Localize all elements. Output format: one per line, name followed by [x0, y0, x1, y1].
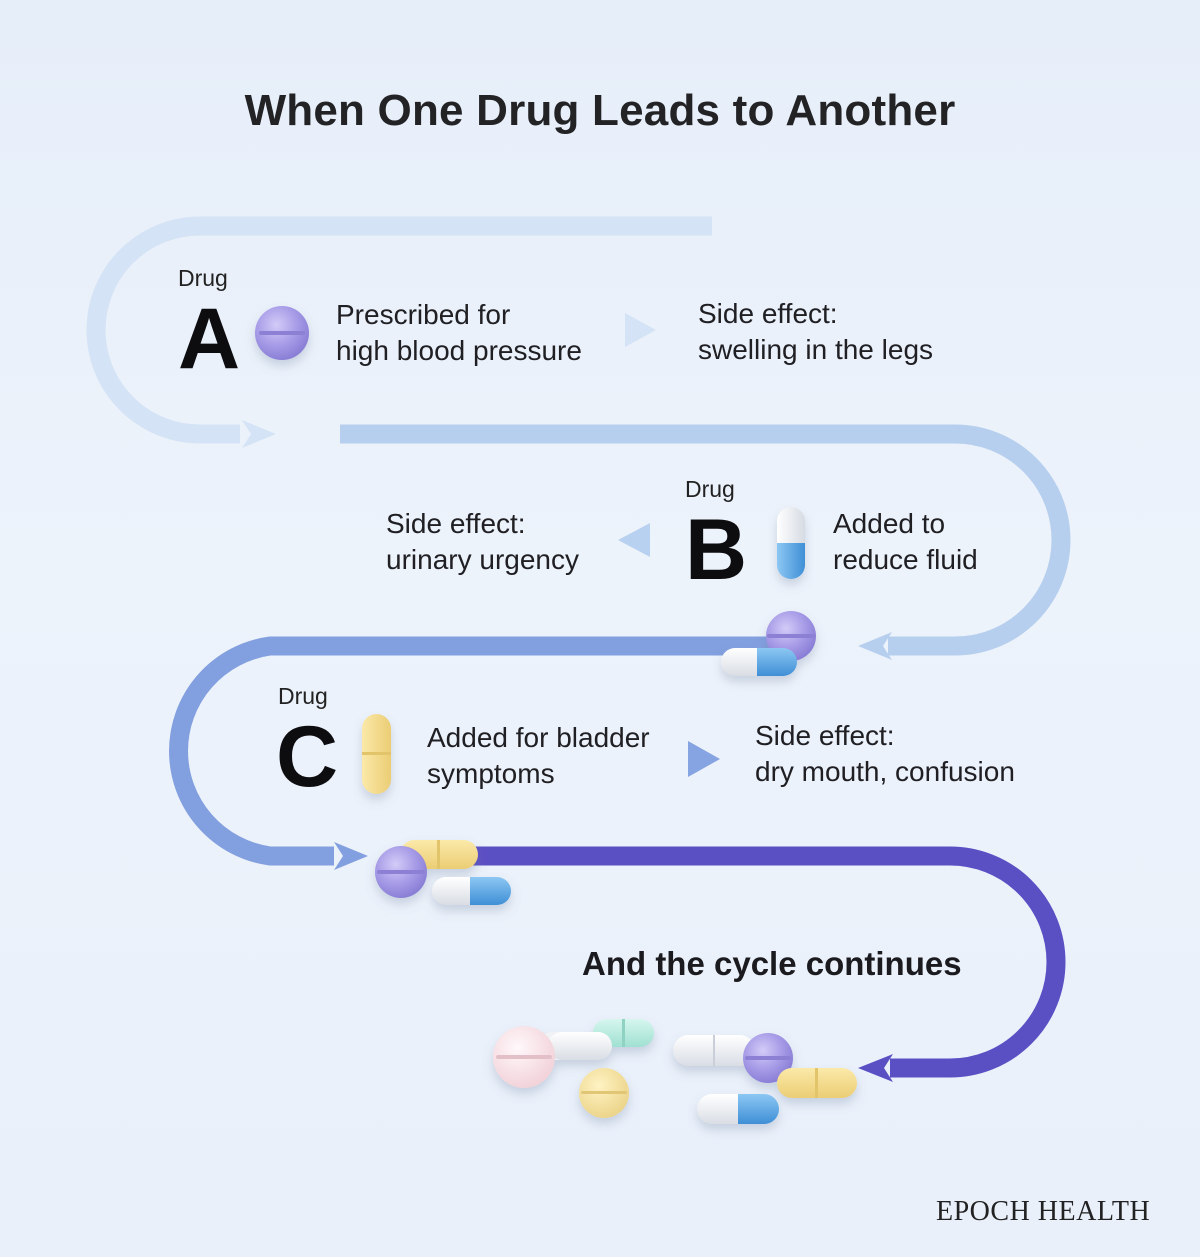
capsule-yellow-icon [362, 714, 391, 794]
pill-cluster-1 [721, 611, 816, 676]
drug-b-action-line2: reduce fluid [833, 544, 978, 575]
conclusion-text: And the cycle continues [582, 945, 962, 982]
drug-b-effect-line1: Side effect: [386, 508, 526, 539]
drug-b-effect-line2: urinary urgency [386, 544, 579, 575]
pill-cluster-2 [375, 840, 511, 905]
drug-a-letter: A [178, 291, 241, 387]
arrow-left-icon [618, 523, 650, 557]
flow-arrowhead-4 [858, 1054, 893, 1082]
flow-path-segment-4 [440, 846, 1066, 1078]
drug-a-label: Drug [178, 265, 228, 291]
drug-c-label: Drug [278, 683, 328, 709]
drug-c-effect-line1: Side effect: [755, 720, 895, 751]
capsule-blue-white-icon [777, 507, 805, 579]
flow-arrowhead-2 [858, 632, 892, 660]
drug-a-effect-line2: swelling in the legs [698, 334, 934, 365]
round-tablet-purple-icon [255, 306, 309, 360]
drug-a-effect-line1: Side effect: [698, 298, 838, 329]
flow-path-segment-3 [169, 636, 780, 866]
brand-logo: EPOCH HEALTH [936, 1196, 1151, 1227]
flow-path-segment-1 [86, 216, 712, 444]
arrow-right-icon [688, 741, 720, 777]
page-title: When One Drug Leads to Another [244, 86, 956, 135]
flow-path-segment-2 [340, 424, 1071, 656]
drug-b-label: Drug [685, 476, 735, 502]
drug-c-action-line1: Added for bladder [427, 722, 650, 753]
flow-arrowhead-3 [334, 842, 368, 870]
arrow-right-icon [625, 313, 656, 347]
drug-b-letter: B [685, 502, 748, 598]
drug-a-action-line2: high blood pressure [336, 335, 582, 366]
drug-a-action-line1: Prescribed for [336, 299, 511, 330]
drug-b-action-line1: Added to [833, 508, 946, 539]
pill-pile [493, 1019, 857, 1124]
drug-c-letter: C [276, 709, 339, 805]
drug-c-action-line2: symptoms [427, 758, 555, 789]
flow-arrowhead-1 [242, 420, 276, 448]
drug-c-effect-line2: dry mouth, confusion [755, 756, 1015, 787]
